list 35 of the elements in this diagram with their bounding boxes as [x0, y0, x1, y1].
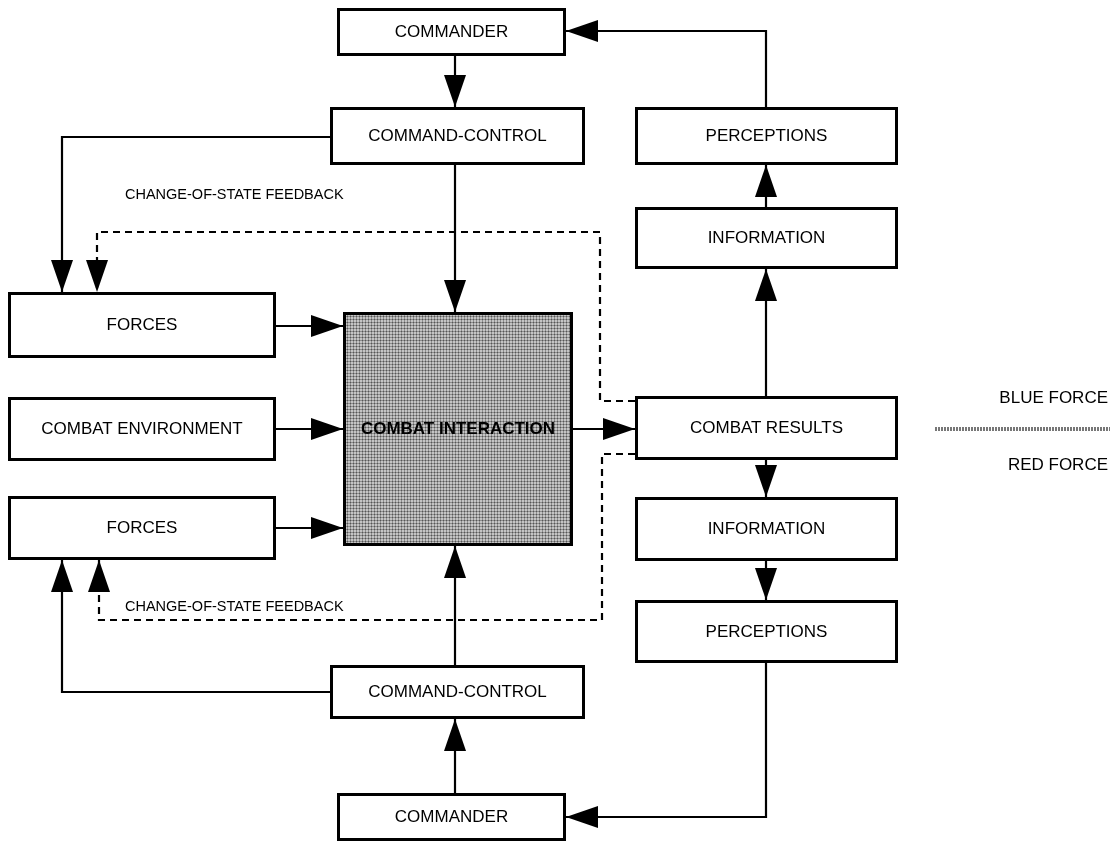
- arrow: [755, 460, 777, 497]
- process-box: FORCES: [8, 496, 276, 560]
- arrow: [444, 165, 466, 312]
- process-box: COMBAT ENVIRONMENT: [8, 397, 276, 461]
- arrow: [566, 20, 768, 107]
- shaded-process-box: COMBAT INTERACTION: [343, 312, 573, 546]
- feedback-arrow: [86, 230, 635, 403]
- process-box: COMMANDER: [337, 793, 566, 841]
- arrow: [566, 663, 768, 828]
- edge-label: CHANGE-OF-STATE FEEDBACK: [122, 598, 347, 614]
- process-box: COMMANDER: [337, 8, 566, 56]
- process-box: INFORMATION: [635, 497, 898, 561]
- arrow: [755, 561, 777, 600]
- process-box: PERCEPTIONS: [635, 600, 898, 663]
- arrow: [573, 418, 635, 440]
- arrow: [755, 165, 777, 207]
- arrow: [276, 315, 343, 337]
- arrow: [51, 560, 330, 694]
- force-label: RED FORCE: [1007, 455, 1108, 475]
- feedback-arrow: [88, 452, 635, 622]
- process-box: COMMAND-CONTROL: [330, 107, 585, 165]
- process-box: COMMAND-CONTROL: [330, 665, 585, 719]
- arrow: [276, 517, 343, 539]
- arrow: [51, 135, 330, 292]
- force-label: BLUE FORCE: [999, 388, 1108, 408]
- arrow: [276, 418, 343, 440]
- arrow: [755, 269, 777, 396]
- edge-label: CHANGE-OF-STATE FEEDBACK: [122, 186, 347, 202]
- arrow: [444, 719, 466, 793]
- arrow: [444, 56, 466, 107]
- process-box: PERCEPTIONS: [635, 107, 898, 165]
- arrow: [444, 546, 466, 665]
- process-box: COMBAT RESULTS: [635, 396, 898, 460]
- process-box: FORCES: [8, 292, 276, 358]
- process-box: INFORMATION: [635, 207, 898, 269]
